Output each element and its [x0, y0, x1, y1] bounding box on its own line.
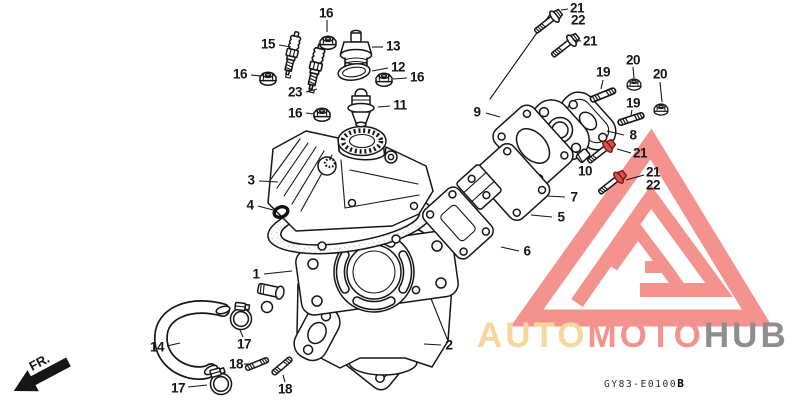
flange-nut: [319, 35, 337, 50]
insulator-cap: [347, 88, 375, 128]
spark-plug: [280, 29, 304, 80]
part-callout: 21: [569, 0, 585, 16]
part-callout: 18: [277, 381, 293, 397]
reed-gasket: [422, 186, 494, 260]
pipe-fitting: [339, 29, 373, 70]
flange-bolt: [547, 30, 583, 62]
part-callout: 14: [149, 339, 165, 355]
part-callout: 21: [582, 33, 598, 49]
part-callout: 16: [409, 69, 425, 85]
part-callout: 2: [445, 337, 453, 353]
flange-nut: [259, 71, 277, 86]
flange-bolt: [530, 6, 566, 38]
part-callout: 10: [577, 163, 593, 179]
part-callout: 5: [557, 209, 565, 225]
part-callout: 22: [570, 12, 586, 28]
part-callout: 17: [170, 380, 186, 396]
head-o-ring: [272, 205, 290, 219]
brand-part-auto: AUTO: [477, 316, 588, 355]
part-callout: 16: [232, 66, 248, 82]
part-callout: 1: [252, 266, 260, 282]
part-callout: 21: [632, 145, 648, 161]
flange-nut: [313, 107, 331, 122]
front-direction-arrow: FR.: [13, 351, 71, 392]
flange-nut: [653, 103, 669, 116]
flange-nut: [626, 78, 642, 91]
cylinder-head: [267, 125, 434, 255]
hose-clamp: [227, 299, 254, 332]
flange-bolt-highlighted: [586, 138, 617, 164]
brand-part-hub: HUB: [703, 316, 789, 355]
part-callout: 19: [595, 64, 611, 80]
brand-wordmark: AUTOMOTOHUB: [477, 316, 789, 358]
brand-part-moto: MOTO: [587, 316, 704, 355]
part-callout: 7: [570, 189, 578, 205]
o-ring: [337, 63, 371, 81]
flange-nut: [375, 72, 393, 87]
part-callout: 12: [390, 59, 406, 75]
part-callout: 20: [625, 52, 641, 68]
stud-bolt: [244, 356, 270, 372]
part-callout: 11: [393, 97, 407, 113]
reed-valve-cage: [456, 164, 502, 210]
part-callout: 17: [236, 336, 252, 352]
part-callout: 15: [260, 36, 276, 52]
part-callout: 13: [385, 38, 401, 54]
stud-bolt: [270, 355, 294, 377]
stud-bolt: [616, 111, 646, 127]
part-callout: 20: [652, 66, 668, 82]
part-callout: 6: [523, 243, 531, 259]
part-callout: 8: [629, 127, 637, 143]
diagram-code-main: GY83-E0100: [604, 379, 678, 390]
stud-bolt: [588, 86, 618, 104]
part-callout: 16: [318, 5, 334, 21]
part-callout: 21: [645, 164, 661, 180]
diagram-code: GY83-E0100B: [604, 377, 684, 390]
part-callout: 18: [228, 356, 244, 372]
part-callout: 9: [473, 104, 481, 120]
part-callout: 22: [645, 177, 661, 193]
flange-bolt-highlighted: [597, 169, 628, 195]
part-callout: 19: [625, 95, 641, 111]
part-callout: 23: [287, 84, 303, 100]
part-callout: 16: [287, 105, 303, 121]
water-hose: [154, 300, 231, 381]
diagram-code-suffix: B: [677, 377, 684, 390]
part-callout: 3: [247, 172, 255, 188]
part-callout: 4: [246, 197, 254, 213]
spark-plug: [303, 41, 328, 95]
